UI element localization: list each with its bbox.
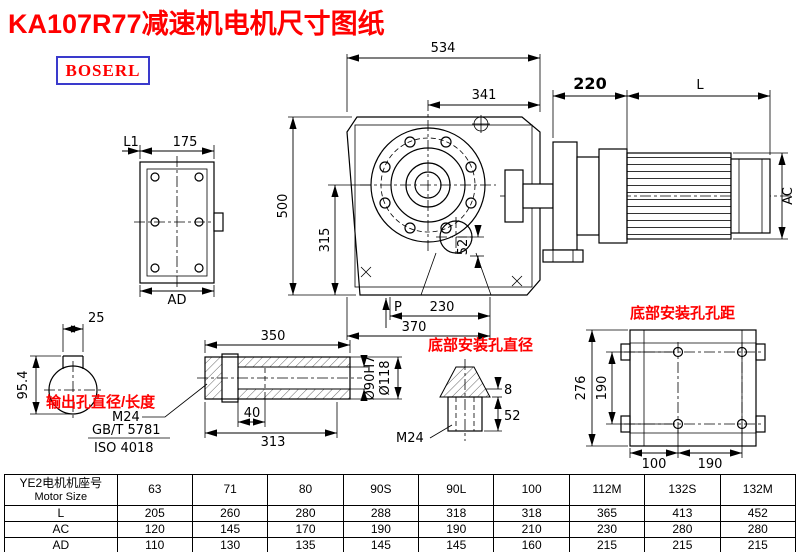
row-label: AC (4, 521, 118, 538)
table-cell: 413 (644, 505, 721, 522)
motor-size-table: YE2电机机座号 Motor Size 63 71 80 90S 90L 100… (4, 474, 797, 552)
dim-276: 276 (574, 376, 589, 401)
output-flange-dims: L1 175 AD (122, 135, 215, 308)
row-label: AD (4, 537, 118, 552)
dim-AD: AD (168, 293, 187, 308)
table-cell: 365 (568, 505, 646, 522)
table-cell: 110 (116, 537, 193, 552)
dim-341: 341 (472, 88, 497, 103)
bottom-hole-diameter-label: 底部安装孔直径 (428, 336, 533, 354)
row-label: L (4, 505, 118, 522)
table-cell: 230 (568, 521, 646, 538)
brand-logo: BOSERL (56, 56, 150, 85)
table-cell: 210 (493, 521, 570, 538)
dim-313: 313 (261, 435, 286, 450)
table-cell: 215 (644, 537, 721, 552)
dim-52: 52 (456, 239, 471, 256)
dim-40: 40 (244, 406, 261, 421)
dim-370: 370 (402, 320, 427, 335)
table-cell: 130 (191, 537, 269, 552)
column-header: 112M (568, 474, 646, 506)
table-cell: 318 (493, 505, 570, 522)
dim-outer-dia: Ø118 (378, 360, 393, 395)
table-cell: 135 (267, 537, 344, 552)
thread-label-m24: M24 (112, 410, 140, 425)
dim-L1: L1 (123, 135, 139, 150)
dim-190v: 190 (595, 376, 610, 401)
table-cell: 145 (191, 521, 269, 538)
table-cell: 145 (418, 537, 495, 552)
table-cell: 280 (267, 505, 344, 522)
table-cell: 170 (267, 521, 344, 538)
table-cell: 160 (493, 537, 570, 552)
table-cell: 215 (568, 537, 646, 552)
column-header: 132M (719, 474, 797, 506)
dim-500: 500 (276, 194, 291, 219)
table-row-AC: AC 120 145 170 190 190 210 230 280 280 (4, 521, 797, 538)
dim-8: 8 (504, 383, 512, 398)
table-cell: 280 (644, 521, 721, 538)
table-cell: 215 (719, 537, 797, 552)
table-row-AD: AD 110 130 135 145 145 160 215 215 215 (4, 537, 797, 552)
output-hole-label: 输出孔直径/长度 (46, 393, 156, 411)
table-cell: 288 (342, 505, 420, 522)
table-cell: 280 (719, 521, 797, 538)
dim-25: 25 (88, 311, 105, 326)
column-header: 71 (191, 474, 269, 506)
table-cell: 318 (418, 505, 495, 522)
bottom-mounting-view: 底部安装孔孔距 276 190 (574, 304, 766, 472)
column-header: 132S (644, 474, 721, 506)
table-cell: 452 (719, 505, 797, 522)
output-flange-view (134, 156, 224, 289)
shaft-cross-section: 25 95.4 (16, 311, 105, 419)
page-title: KA107R77减速机电机尺寸图纸 (8, 9, 385, 39)
table-cell: 145 (342, 537, 420, 552)
brand-text: BOSERL (65, 60, 141, 80)
mounting-bolt-detail: 底部安装孔直径 M24 8 52 (396, 336, 533, 446)
dim-bore: Ø90H7 (363, 356, 378, 401)
column-header: 100 (493, 474, 570, 506)
table-cell: 190 (418, 521, 495, 538)
dim-230: 230 (430, 300, 455, 315)
motor-side-view (500, 141, 794, 263)
dim-534: 534 (431, 41, 456, 56)
dim-100: 100 (642, 457, 667, 472)
bottom-hole-pitch-label: 底部安装孔孔距 (630, 304, 735, 322)
column-header: 90S (342, 474, 420, 506)
dim-175: 175 (173, 135, 198, 150)
table-cell: 190 (342, 521, 420, 538)
dim-315: 315 (318, 228, 333, 253)
dim-350: 350 (261, 329, 286, 344)
dim-52b: 52 (504, 409, 521, 424)
table-cell: 260 (191, 505, 269, 522)
table-header-row: YE2电机机座号 Motor Size 63 71 80 90S 90L 100… (4, 474, 797, 506)
table-row-L: L 205 260 280 288 318 318 365 413 452 (4, 505, 797, 522)
standard-gb: GB/T 5781 (92, 423, 161, 438)
table-cell: 205 (116, 505, 193, 522)
dim-220: 220 (573, 74, 606, 93)
thread-label-m24-bottom: M24 (396, 431, 424, 446)
motor-size-header: YE2电机机座号 Motor Size (4, 474, 118, 506)
motor-dimensions: 220 L AC (552, 74, 796, 240)
dim-190h: 190 (698, 457, 723, 472)
gearbox-dimensions: 534 341 500 315 52 P 230 370 (276, 41, 541, 340)
table-cell: 120 (116, 521, 193, 538)
header-en: Motor Size (34, 490, 88, 503)
dim-AC: AC (781, 187, 796, 205)
dim-P: P (394, 300, 402, 315)
standard-iso: ISO 4018 (94, 441, 154, 456)
column-header: 63 (116, 474, 193, 506)
technical-drawing: 534 341 500 315 52 P 230 370 (16, 41, 796, 472)
header-cn: YE2电机机座号 (19, 475, 103, 490)
dim-95-4: 95.4 (16, 371, 31, 400)
output-shaft-section: 350 输出孔直径/长度 M24 GB/T 5781 ISO 4018 40 3… (46, 329, 402, 456)
column-header: 80 (267, 474, 344, 506)
column-header: 90L (418, 474, 495, 506)
dim-L: L (696, 78, 704, 93)
